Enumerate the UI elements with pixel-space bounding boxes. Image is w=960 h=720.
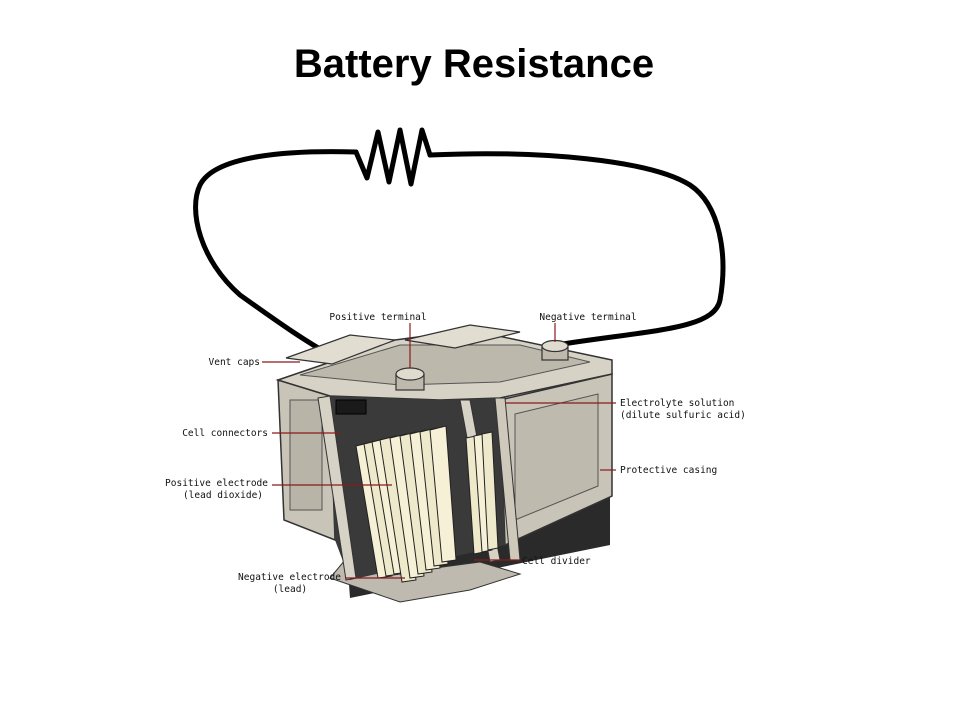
label-electrolyte-line2: (dilute sulfuric acid) [620,410,746,421]
label-negative-electrode-line1: Negative electrode [238,572,341,583]
circuit-wire [193,149,359,363]
label-electrolyte-line1: Electrolyte solution [620,398,734,409]
battery-left-panel [289,399,323,511]
negative-terminal-post [541,339,569,361]
label-negative-electrode-line2: (lead) [273,584,307,595]
label-cell-connectors: Cell connectors [182,428,268,439]
label-positive-electrode-line1: Positive electrode [165,478,268,489]
circuit-wire-right [427,151,726,348]
positive-terminal-post [395,367,425,391]
battery-right-panel [514,393,599,521]
leader-lines [262,323,616,579]
cell-connector-block [335,399,367,415]
electrode-plates [355,425,499,583]
resistor-symbol [353,127,433,187]
label-cell-divider: Cell divider [522,556,591,567]
label-negative-terminal: Negative terminal [539,312,636,323]
label-positive-electrode-line2: (lead dioxide) [183,490,263,501]
label-protective-casing: Protective casing [620,465,717,476]
vent-cap-middle [404,324,521,349]
vent-cap-left [285,334,396,365]
label-positive-terminal: Positive terminal [329,312,426,323]
slide-title: Battery Resistance [293,42,655,86]
label-vent-caps: Vent caps [209,357,260,368]
